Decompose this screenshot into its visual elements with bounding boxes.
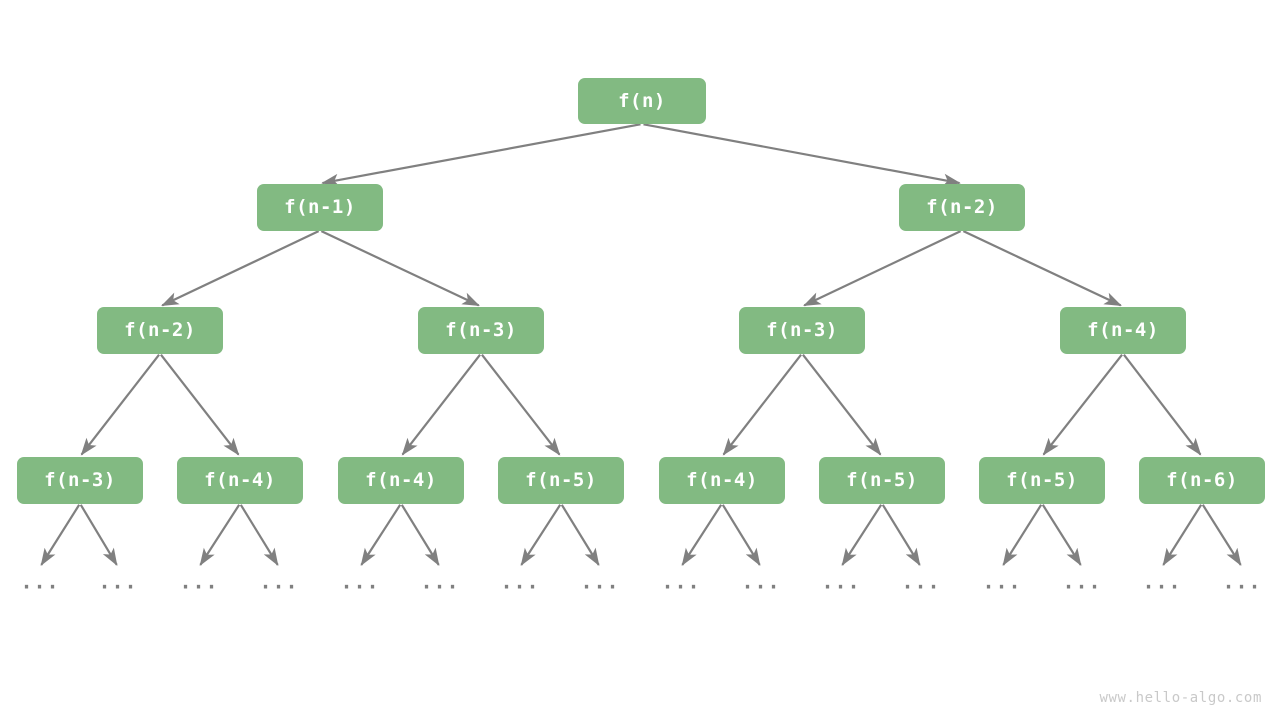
tree-node: f(n-4) [659, 456, 785, 504]
tree-edge-arrow [803, 230, 962, 307]
tree-edge-arrow [643, 123, 961, 187]
tree-edge-arrow [721, 504, 761, 566]
tree-edge-arrow [321, 123, 641, 187]
tree-node: f(n-4) [177, 456, 303, 504]
tree-edge-arrow [1041, 504, 1082, 566]
ellipsis-marker: ··· [982, 575, 1022, 599]
tree-edge-arrow [962, 230, 1122, 307]
watermark-label: www.hello-algo.com [1099, 690, 1262, 706]
tree-edge-arrow [681, 504, 723, 567]
ellipsis-marker: ··· [901, 575, 941, 599]
tree-node: f(n-3) [17, 456, 143, 504]
tree-edge-arrow [80, 354, 160, 456]
ellipsis-marker: ··· [1062, 575, 1102, 599]
tree-node: f(n-1) [257, 183, 383, 231]
ellipsis-marker: ··· [821, 575, 861, 599]
ellipsis-marker: ··· [500, 575, 540, 599]
tree-edge-arrow [320, 230, 480, 307]
ellipsis-marker: ··· [259, 575, 299, 599]
tree-edge-arrow [841, 504, 883, 567]
ellipsis-marker: ··· [420, 575, 460, 599]
tree-edge-arrow [239, 504, 279, 566]
tree-node: f(n-2) [899, 183, 1025, 231]
tree-edge-arrow [560, 504, 600, 566]
ellipsis-marker: ··· [98, 575, 138, 599]
tree-edge-arrow [1162, 504, 1203, 566]
tree-node: f(n-6) [1139, 456, 1265, 504]
tree-node: f(n-4) [1060, 306, 1186, 354]
ellipsis-marker: ··· [20, 575, 60, 599]
tree-edge-arrow [1042, 354, 1123, 456]
tree-node: f(n-3) [739, 306, 865, 354]
tree-node: f(n-3) [418, 306, 544, 354]
tree-edge-arrow [199, 504, 241, 567]
tree-node: f(n-5) [979, 456, 1105, 504]
tree-edge-arrow [1123, 354, 1202, 456]
tree-node: f(n) [578, 78, 706, 124]
ellipsis-marker: ··· [741, 575, 781, 599]
tree-edge-arrow [79, 504, 118, 566]
ellipsis-marker: ··· [340, 575, 380, 599]
ellipsis-marker: ··· [1222, 575, 1262, 599]
tree-edge-arrow [802, 354, 882, 456]
tree-edge-arrow [1201, 504, 1242, 566]
tree-edge-arrow [722, 354, 802, 456]
ellipsis-marker: ··· [580, 575, 620, 599]
tree-node: f(n-4) [338, 456, 464, 504]
tree-edge-arrow [520, 504, 562, 567]
tree-node: f(n-2) [97, 306, 223, 354]
tree-edge-arrow [161, 230, 320, 307]
tree-edge-arrow [360, 504, 402, 567]
tree-edge-arrow [881, 504, 921, 566]
ellipsis-marker: ··· [179, 575, 219, 599]
tree-node: f(n-5) [819, 456, 945, 504]
tree-edge-arrow [481, 354, 561, 456]
ellipsis-marker: ··· [1142, 575, 1182, 599]
tree-edge-arrow [40, 504, 81, 566]
tree-edges [40, 123, 1242, 567]
tree-edge-arrow [160, 354, 240, 456]
tree-node: f(n-5) [498, 456, 624, 504]
ellipsis-marker: ··· [661, 575, 701, 599]
tree-edge-arrow [1002, 504, 1043, 566]
tree-edge-arrow [401, 354, 481, 456]
tree-edge-arrow [400, 504, 440, 566]
